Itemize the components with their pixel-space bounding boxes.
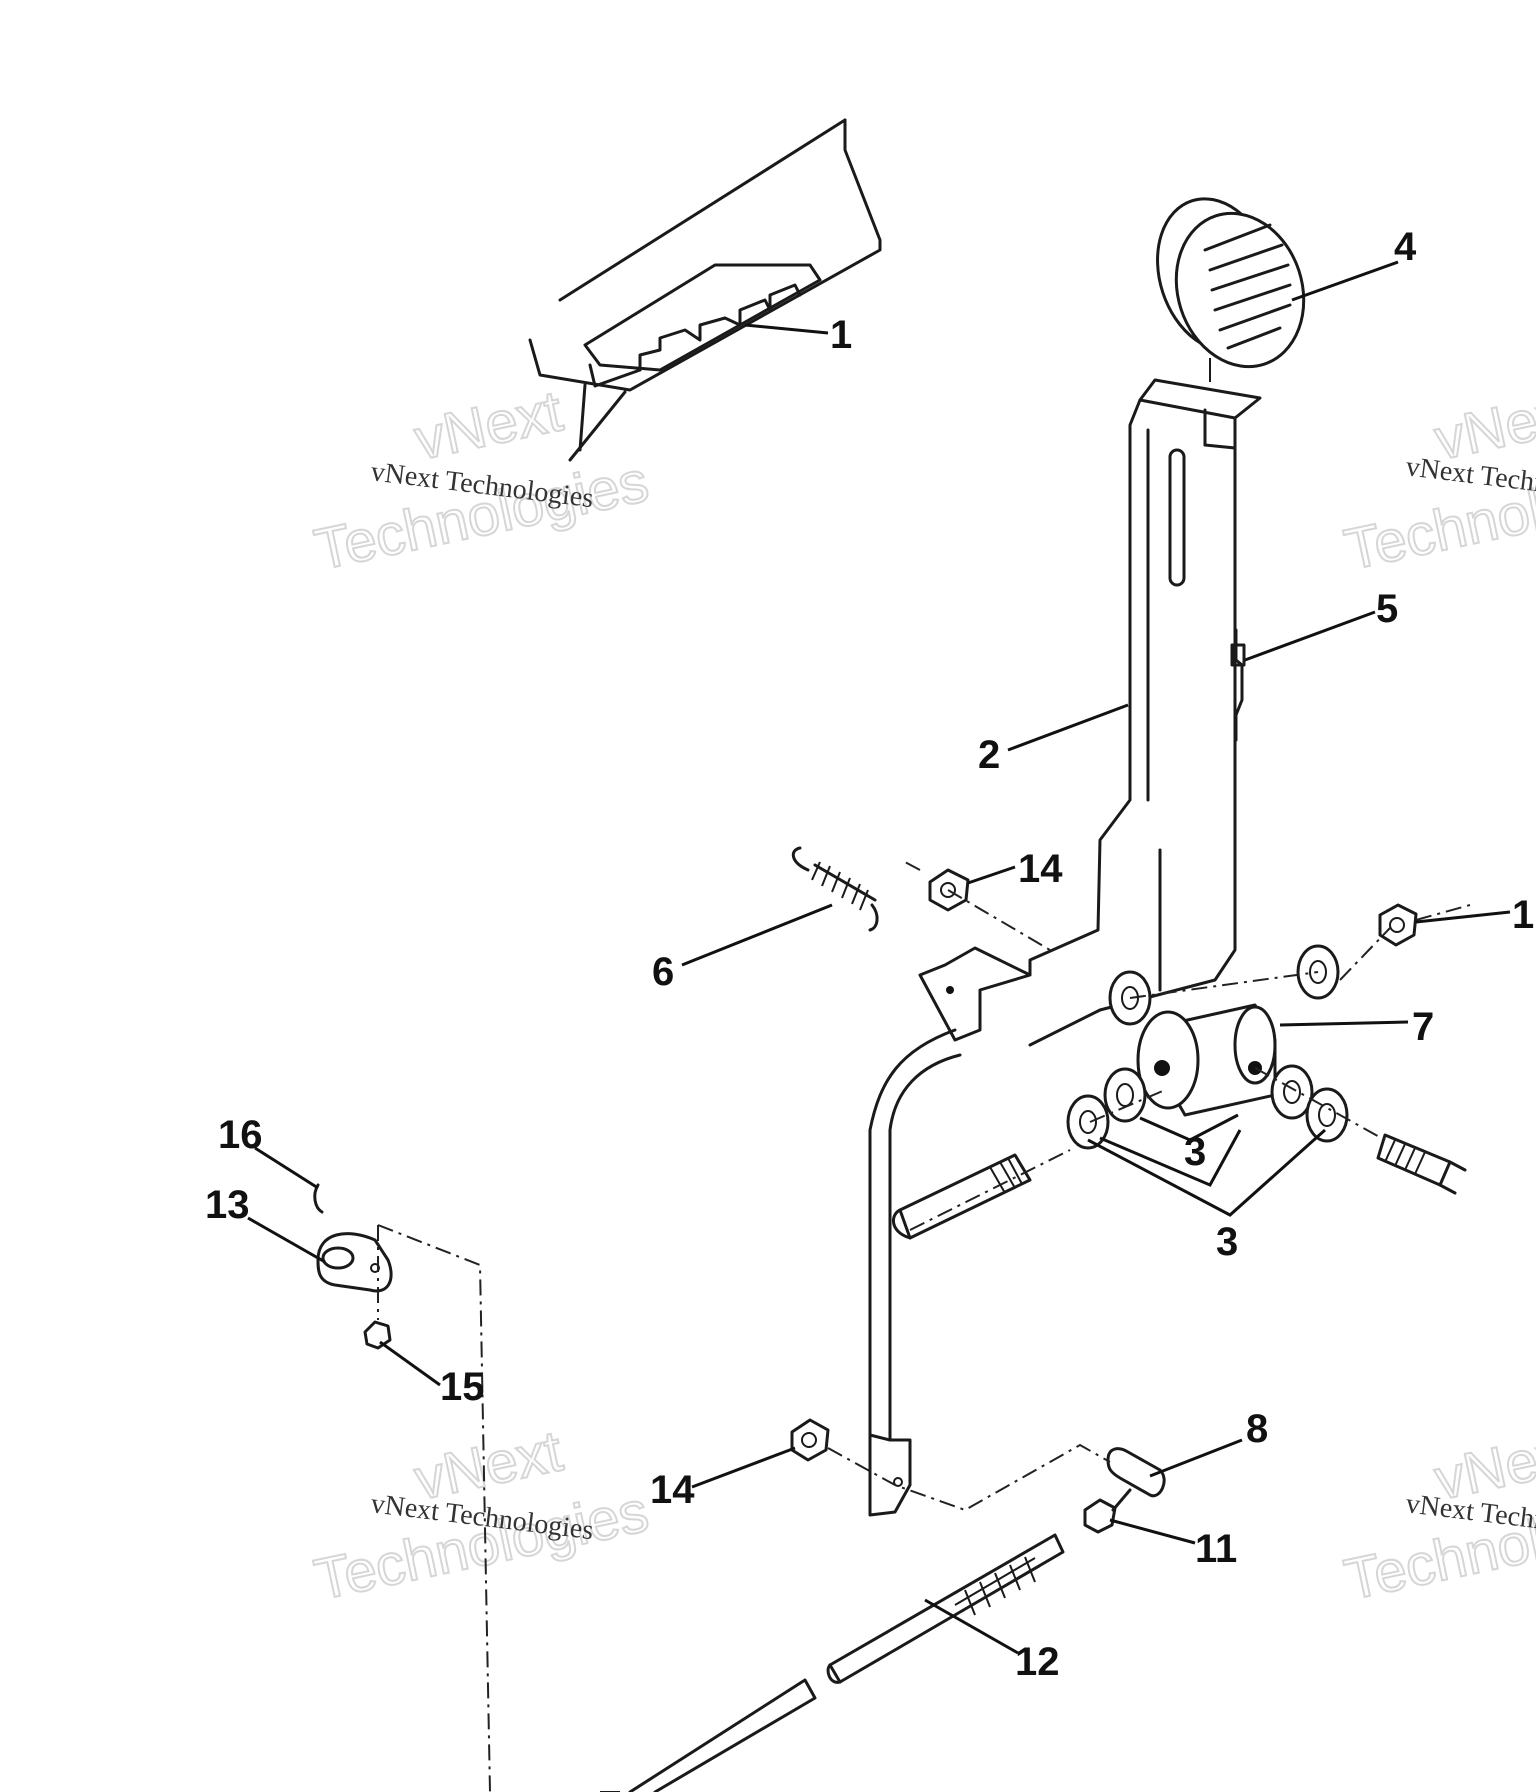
callout-8: 8 <box>1246 1407 1268 1451</box>
right-bolt-part <box>1376 1133 1467 1195</box>
pedal-arm-part <box>918 378 1262 1047</box>
pivot-block-part <box>1136 1003 1277 1117</box>
washer-group <box>1066 944 1349 1150</box>
callout-14: 14 <box>1018 847 1063 891</box>
callout-3: 3 <box>1216 1220 1238 1264</box>
leader-lines <box>247 260 1511 1655</box>
callout-13: 13 <box>205 1183 250 1227</box>
pedal-pad-part <box>1156 197 1306 382</box>
callout-15: 15 <box>440 1365 485 1409</box>
callout-labels: 1 2 3 3 4 5 6 7 8 11 12 13 14 14 15 16 1 <box>205 225 1534 1684</box>
callout-5: 5 <box>1376 587 1398 631</box>
assembly-lines <box>377 861 1471 1792</box>
callout-1-partial: 1 <box>1512 893 1534 937</box>
shaft-part <box>891 1153 1032 1240</box>
callout-4: 4 <box>1394 225 1417 269</box>
pin-part <box>1230 628 1246 742</box>
lower-arm-part <box>868 1028 962 1517</box>
floor-plate-part <box>528 118 882 462</box>
watermark-group: vNext Technologies vNext Technologies vN… <box>308 377 1536 1613</box>
callout-7: 7 <box>1412 1005 1434 1049</box>
block-hole <box>1154 1060 1170 1076</box>
rod-end-part <box>1083 1447 1166 1534</box>
control-rod-part <box>600 1533 1065 1792</box>
callout-14: 14 <box>650 1468 695 1512</box>
callout-12: 12 <box>1015 1640 1060 1684</box>
callout-1: 1 <box>830 313 852 357</box>
watermark-big-word1: vNext <box>409 378 568 472</box>
callout-3: 3 <box>1184 1130 1206 1174</box>
arm-hole <box>946 986 954 994</box>
callout-6: 6 <box>652 950 674 994</box>
callout-2: 2 <box>978 733 1000 777</box>
bracket-assembly <box>313 1183 393 1350</box>
spring-part <box>791 846 879 932</box>
callout-16: 16 <box>218 1113 263 1157</box>
callout-11: 11 <box>1195 1527 1237 1571</box>
